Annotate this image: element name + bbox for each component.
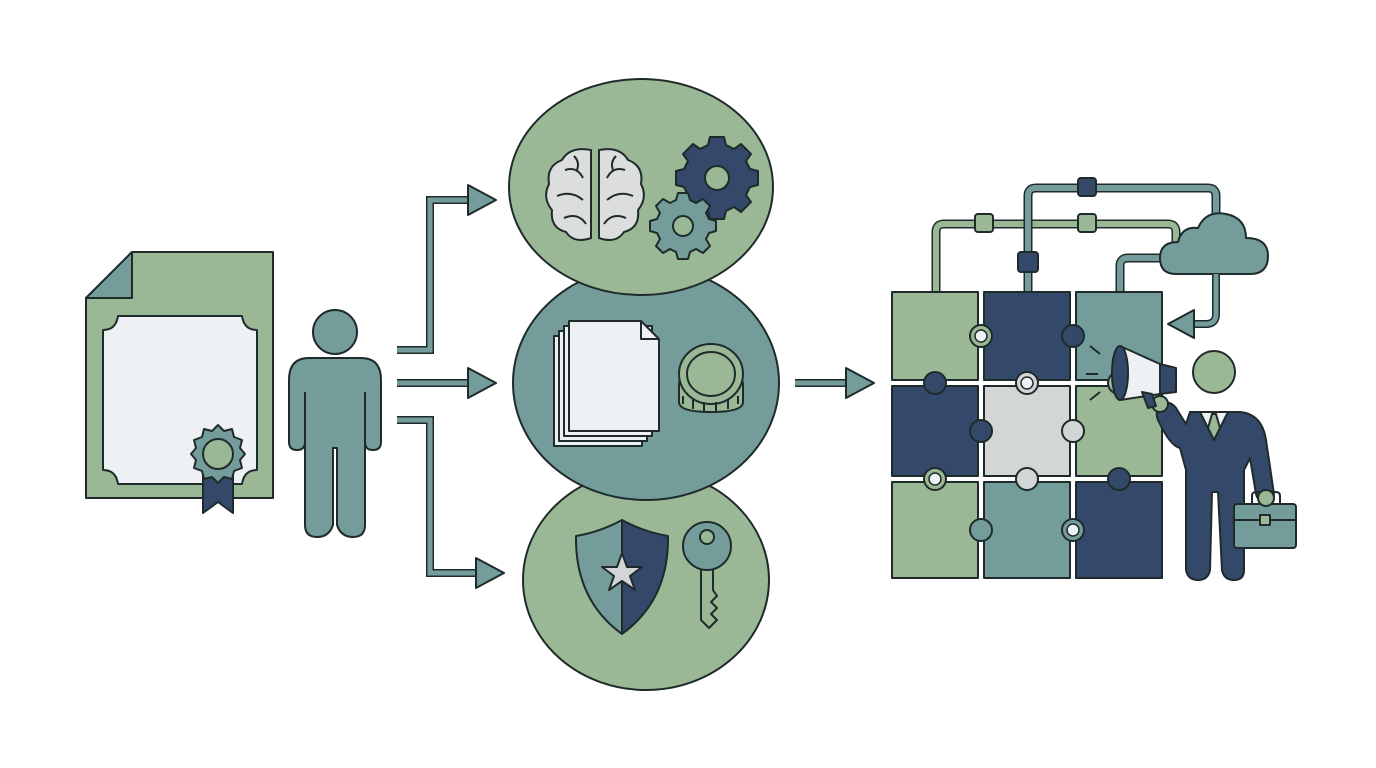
key-icon	[682, 521, 732, 629]
shield-star-icon	[574, 519, 670, 635]
person-icon	[288, 309, 382, 538]
circle-middle	[512, 265, 780, 501]
puzzle-piece	[983, 481, 1071, 579]
puzzle-piece	[891, 385, 979, 477]
circle-bottom	[522, 469, 770, 691]
megaphone-icon	[1086, 345, 1177, 409]
puzzle-piece	[983, 385, 1071, 477]
puzzle-icon	[891, 291, 1163, 579]
coin-icon	[678, 343, 744, 414]
arrow-to-puzzle	[795, 367, 875, 399]
connector-pipes	[931, 183, 1221, 292]
arrow-to-bottom	[397, 416, 505, 589]
certificate-icon	[85, 251, 274, 514]
documents-icon	[553, 320, 660, 447]
connector-group-left	[397, 184, 505, 589]
pipe-connector-nodes	[974, 177, 1097, 273]
gear-icon	[675, 136, 759, 220]
puzzle-piece	[891, 291, 979, 381]
gear-icon	[649, 192, 717, 260]
puzzle-piece	[891, 481, 979, 579]
ribbon-seal-icon	[190, 424, 246, 514]
puzzle-piece	[983, 291, 1071, 381]
arrow-to-top	[397, 184, 497, 354]
briefcase-icon	[1233, 489, 1297, 549]
puzzle-piece	[1075, 481, 1163, 579]
brain-icon	[545, 148, 645, 241]
arrow-to-middle	[397, 367, 497, 399]
cloud-arrow	[1167, 274, 1220, 339]
cloud-icon	[1159, 212, 1269, 275]
circle-top	[508, 78, 774, 296]
